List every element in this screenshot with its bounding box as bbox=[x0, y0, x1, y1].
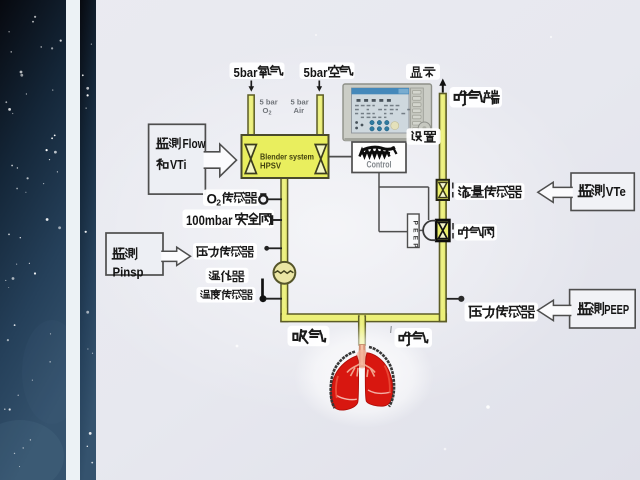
svg-text:2: 2 bbox=[269, 111, 272, 117]
svg-text:HPSV: HPSV bbox=[260, 161, 281, 171]
svg-text:Air: Air bbox=[294, 106, 305, 115]
svg-text:P: P bbox=[411, 221, 418, 226]
svg-text:5bar: 5bar bbox=[304, 65, 328, 80]
svg-text:VTi: VTi bbox=[170, 158, 187, 172]
svg-text:O: O bbox=[207, 191, 217, 206]
svg-text:VTe: VTe bbox=[606, 184, 626, 199]
svg-text:O: O bbox=[263, 106, 269, 115]
svg-text:5 bar: 5 bar bbox=[260, 98, 278, 107]
svg-text:Control: Control bbox=[367, 159, 392, 169]
svg-text:E: E bbox=[411, 236, 418, 241]
svg-text:Flow: Flow bbox=[183, 137, 206, 151]
svg-text:PEEP: PEEP bbox=[604, 303, 629, 317]
svg-text:5bar: 5bar bbox=[234, 65, 258, 80]
svg-text:P: P bbox=[411, 243, 418, 248]
svg-text:Blender system: Blender system bbox=[260, 152, 314, 162]
svg-text:E: E bbox=[411, 228, 418, 233]
svg-text:100mbar: 100mbar bbox=[186, 213, 233, 228]
svg-text:Pinsp: Pinsp bbox=[113, 266, 144, 280]
svg-text:2: 2 bbox=[216, 198, 221, 208]
svg-text:5 bar: 5 bar bbox=[291, 98, 309, 107]
